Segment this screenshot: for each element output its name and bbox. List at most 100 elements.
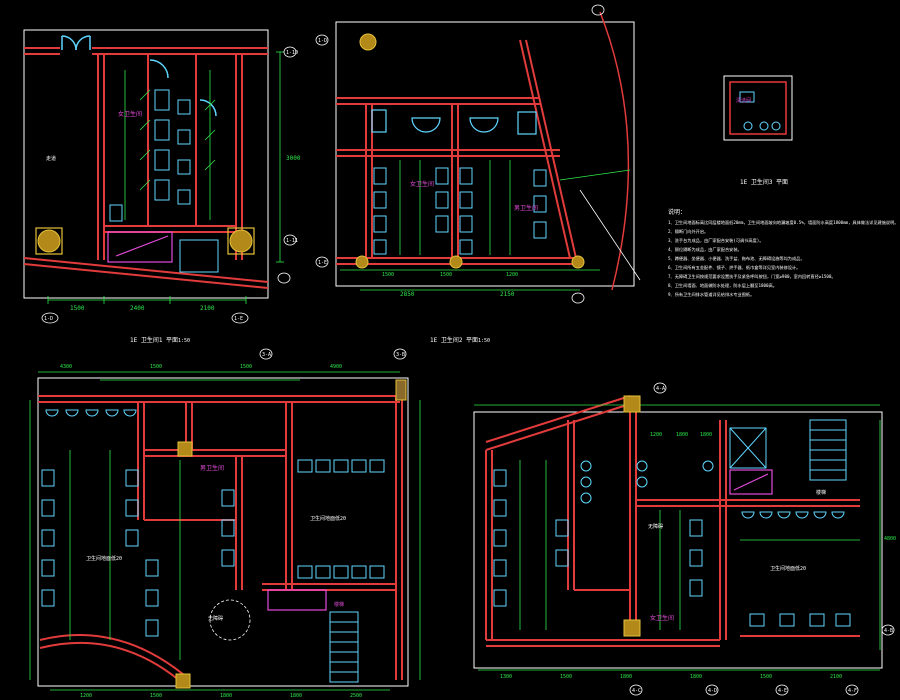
plan-1-title: 1E 卫生间1 平面 — [130, 336, 178, 344]
column-core — [37, 229, 61, 253]
plan-1-walls — [23, 47, 269, 289]
plan-3-dim: 2500 — [350, 693, 362, 699]
plan-4-dims — [474, 404, 881, 671]
axis-label: 1-D — [44, 316, 53, 322]
column-core — [359, 33, 377, 51]
note-item: 5、蹲便器、坐便器、小便器、洗手盆、拖布池、无障碍设施等均为成品。 — [668, 255, 805, 262]
column-core — [355, 255, 369, 269]
plan-2-dim: 1500 — [440, 272, 452, 278]
plan-3-dim: 4900 — [330, 364, 342, 370]
plan-3-dim: 1800 — [290, 693, 302, 699]
column-core — [229, 229, 253, 253]
axis-label: 4-B — [884, 628, 893, 634]
note-item: 9、所有卫生间排水管道详见给排水专业图纸。 — [668, 291, 754, 298]
plan-2-title: 1E 卫生间2 平面 — [430, 336, 478, 344]
axis-label: 1-10 — [286, 50, 298, 56]
room-label: 走道 — [46, 155, 56, 162]
plan-2-dim: 1500 — [382, 272, 394, 278]
note-item: 7、无障碍卫生间按规范要求设置扶手及紧急呼叫按钮，门宽≥900，室内回转直径≥1… — [668, 273, 836, 280]
plan-3-sinks — [45, 409, 137, 417]
plan-1-inner-dims — [124, 70, 216, 220]
plan-2-stalls — [373, 167, 547, 255]
plan-1-restroom: 1500 2400 2100 3000 1-D 1-E 1-10 1-11 女卫… — [23, 29, 301, 344]
plan-4-slant-wall — [485, 403, 631, 451]
plan-4-columns — [623, 395, 641, 637]
plan-2-dim: 1200 — [506, 272, 518, 278]
plan-2-curve-wall — [599, 11, 630, 291]
axis-label: 3-B — [396, 352, 405, 358]
plan-1-accessible-area — [107, 231, 173, 263]
detail-plan: 清洁间 1E 卫生间3 平面 — [723, 75, 793, 186]
room-label: 男卫生间 — [200, 464, 224, 472]
column — [623, 619, 641, 637]
note-item: 1、卫生间地面标高比同层楼地面低20mm，卫生间地面坡向地漏坡度0.5%，墙面防… — [668, 219, 898, 226]
axis-label: 4-C — [632, 688, 641, 694]
plan-4-restroom: 1200 1800 1800 1300 1500 1800 1800 1500 … — [473, 382, 896, 696]
column — [35, 227, 63, 255]
plan-1-door — [61, 35, 217, 117]
axis-label: 1-11 — [286, 238, 298, 244]
plan-2-sinks — [371, 109, 537, 135]
plan-1-frame — [23, 29, 269, 299]
plan-4-dim: 1800 — [700, 432, 712, 438]
plan-2-columns — [355, 33, 585, 269]
plan-3-axes — [259, 348, 407, 360]
detail-wall — [729, 81, 787, 135]
plan-4-elevator — [729, 427, 767, 469]
plan-4-dim: 1800 — [620, 674, 632, 680]
room-label: 卫生间地面低20 — [310, 515, 346, 522]
plan-2-frame — [335, 21, 635, 287]
plan-2-axes — [315, 4, 605, 304]
plan-3-dim: 1500 — [150, 364, 162, 370]
column — [623, 395, 641, 413]
plan-3-dim: 1200 — [80, 693, 92, 699]
plan-1-columns — [35, 227, 255, 255]
plan-4-dim: 2100 — [830, 674, 842, 680]
plan-4-dim: 1200 — [650, 432, 662, 438]
plan-4-slant-wall — [485, 395, 631, 443]
plan-4-axes — [629, 382, 895, 696]
note-item: 4、厕位隔断为成品，由厂家配合安装。 — [668, 246, 742, 253]
column-core — [449, 255, 463, 269]
plan-3-walls — [38, 395, 403, 680]
axis-label: 1-E — [318, 260, 327, 266]
plan-1-scale: 1:50 — [178, 338, 190, 344]
plan-4-sinks — [580, 460, 845, 519]
plan-2-restroom: 2850 2150 1500 1500 1200 1-D 1-E 女卫生间 男卫… — [315, 4, 641, 344]
plan-1-dim-bottom — [47, 51, 284, 304]
plan-3-accessible-area — [267, 589, 327, 611]
room-label: 女卫生间 — [650, 614, 674, 622]
axis-label: 4-D — [708, 688, 717, 694]
plan-3-curve-wall — [39, 641, 187, 687]
plan-4-dim: 4800 — [884, 536, 896, 542]
plan-4-dim: 1800 — [690, 674, 702, 680]
axis-label: 4-F — [848, 688, 857, 694]
room-label: 男卫生间 — [514, 204, 538, 212]
plan-3-dim: 1500 — [150, 693, 162, 699]
column — [227, 227, 255, 255]
room-label: 楼梯 — [816, 489, 826, 496]
column — [175, 673, 191, 689]
plan-3-stalls-left — [41, 469, 159, 637]
axis-label: 4-A — [656, 386, 665, 392]
plan-4-accessible-area — [729, 469, 773, 495]
room-label: 女卫生间 — [118, 110, 142, 118]
plan-4-dim: 1500 — [760, 674, 772, 680]
room-label: 卫生间地面低20 — [770, 565, 806, 572]
plan-3-dim: 4300 — [60, 364, 72, 370]
plan-2-dim: 2850 — [400, 291, 415, 298]
plan-2-dim: 2150 — [500, 291, 515, 298]
room-label: 无障碍 — [208, 615, 223, 622]
detail-label: 清洁间 — [736, 97, 751, 104]
axis-label: 4-E — [778, 688, 787, 694]
plan-4-frame — [473, 411, 883, 669]
plan-1-dim: 2400 — [130, 305, 145, 312]
plan-2-scale: 1:50 — [478, 338, 490, 344]
detail-fixtures — [739, 91, 781, 131]
plan-4-stalls — [493, 469, 851, 627]
note-item: 3、洗手台为成品，由厂家配合安装(可调节高度)。 — [668, 237, 764, 244]
plan-3-dims — [29, 371, 421, 691]
detail-frame — [723, 75, 793, 141]
plan-1-dim: 2100 — [200, 305, 215, 312]
